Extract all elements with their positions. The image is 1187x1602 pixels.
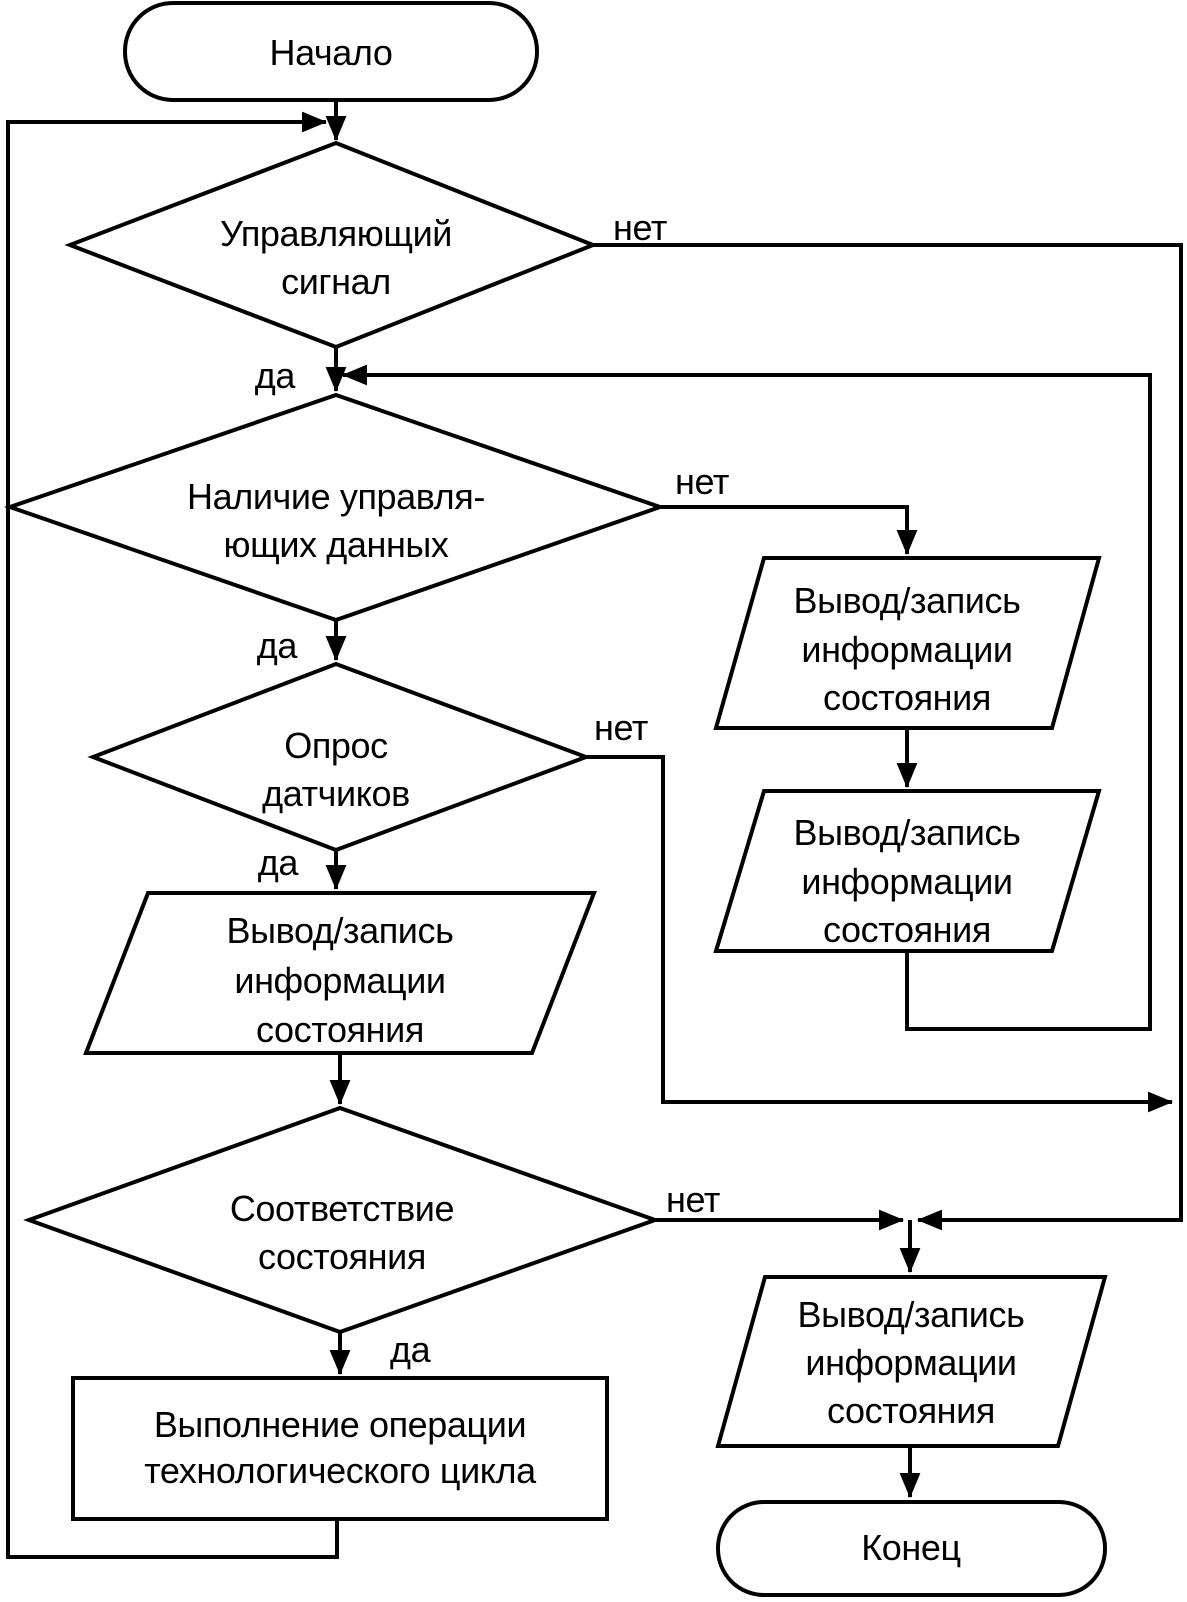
label-yes-4: да	[390, 1329, 432, 1370]
decision-sensor-poll-line2: датчиков	[262, 773, 410, 814]
io-state-right1-line1: Вывод/запись	[794, 580, 1021, 621]
label-no-1: нет	[613, 207, 667, 248]
label-yes-1: да	[255, 355, 297, 396]
io-state-final-line2: информации	[805, 1342, 1016, 1383]
io-state-left-line1: Вывод/запись	[227, 910, 454, 951]
io-state-left-line3: состояния	[256, 1009, 424, 1050]
io-state-final	[715, 1275, 1108, 1448]
decision-control-data-line2: ющих данных	[224, 524, 449, 565]
start-terminator	[123, 1, 539, 102]
nodes: Начало Управляющий сигнал Наличие управл…	[3, 1, 1108, 1597]
decision-state-match-line2: состояния	[258, 1236, 426, 1277]
io-state-final-line1: Вывод/запись	[798, 1294, 1025, 1335]
label-yes-2: да	[257, 625, 299, 666]
decision-state-match-line1: Соответствие	[230, 1188, 454, 1229]
label-yes-3: да	[258, 842, 300, 883]
edge-main-loop-back	[6, 111, 339, 1559]
io-state-right1-line3: состояния	[823, 677, 991, 718]
edge-data-no-to-io-right1	[660, 505, 918, 556]
start-label: Начало	[269, 32, 392, 73]
end-terminator	[716, 1500, 1107, 1597]
process-tech-cycle	[71, 1376, 609, 1521]
io-state-left	[83, 891, 597, 1055]
label-no-3: нет	[594, 707, 648, 748]
io-state-left-line2: информации	[234, 960, 445, 1001]
io-state-right2-line3: состояния	[823, 909, 991, 950]
decision-control-signal	[64, 140, 599, 350]
io-state-right2	[713, 789, 1102, 953]
io-state-right2-line1: Вывод/запись	[794, 812, 1021, 853]
io-state-final-line3: состояния	[827, 1390, 995, 1431]
decision-sensor-poll-line1: Опрос	[284, 725, 388, 766]
decision-control-signal-line2: сигнал	[281, 261, 391, 302]
io-state-right2-line2: информации	[801, 861, 1012, 902]
decision-sensor-poll	[87, 661, 592, 853]
edge-poll-no-to-rightside	[586, 755, 1174, 1113]
process-tech-cycle-line1: Выполнение операции	[154, 1404, 526, 1445]
edge-labels: да да да да нет нет нет нет	[255, 207, 730, 1370]
io-state-right1	[713, 556, 1102, 730]
label-no-4: нет	[666, 1179, 720, 1220]
decision-control-data	[3, 392, 667, 623]
end-label: Конец	[861, 1527, 961, 1568]
edges	[6, 100, 1183, 1559]
io-state-right1-line2: информации	[801, 629, 1012, 670]
label-no-2: нет	[675, 461, 729, 502]
decision-state-match	[23, 1105, 661, 1335]
edge-io-right-feedback	[341, 364, 1152, 1031]
process-tech-cycle-line2: технологического цикла	[144, 1450, 537, 1491]
edge-signal-no-rightside	[593, 243, 1183, 1231]
decision-control-signal-line1: Управляющий	[220, 213, 452, 254]
decision-control-data-line1: Наличие управля-	[187, 476, 485, 517]
